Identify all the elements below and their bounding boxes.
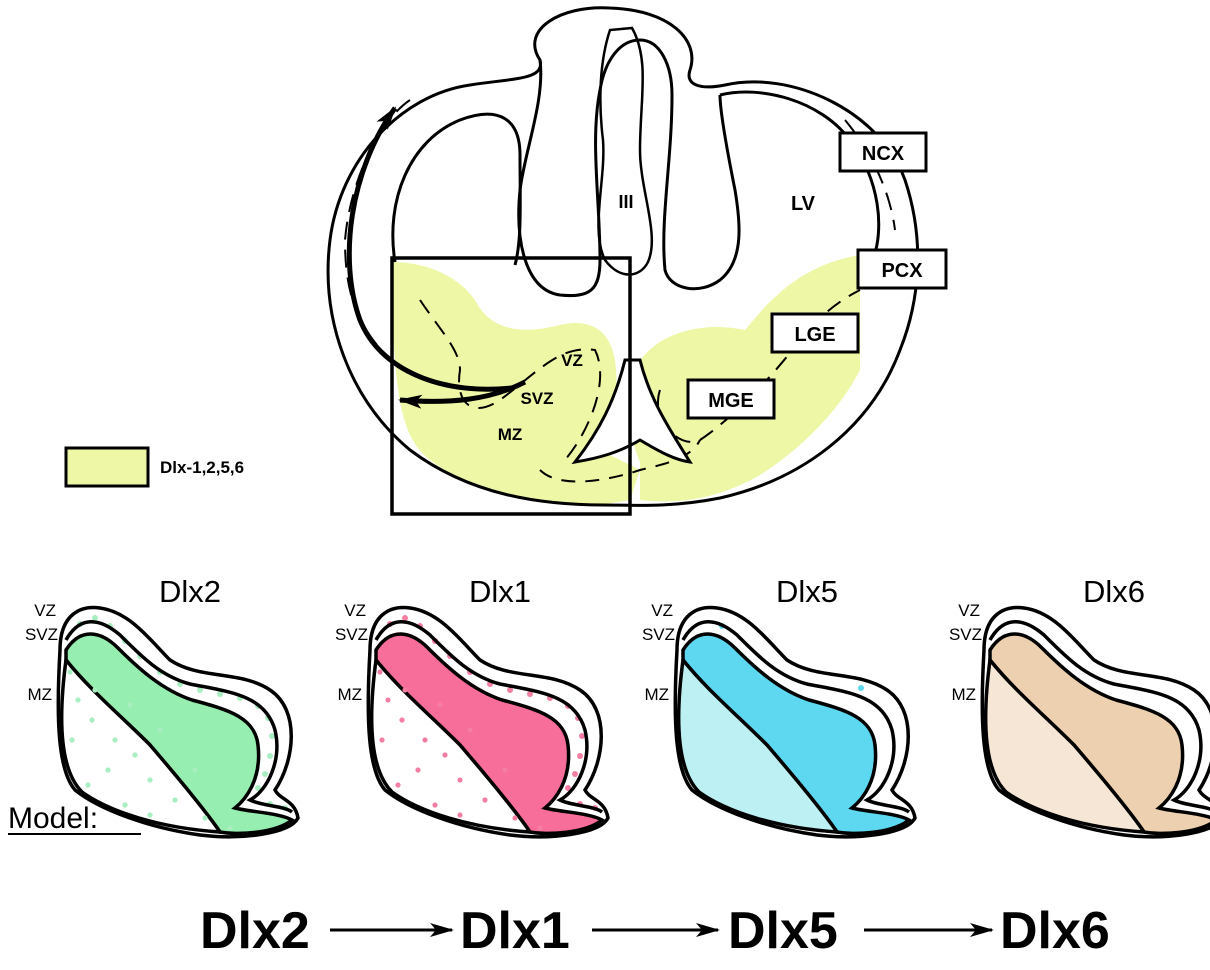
expression-dot	[172, 797, 177, 802]
model-step-2: Dlx1	[460, 902, 570, 960]
expression-dot	[385, 697, 390, 702]
expression-dot	[858, 685, 864, 691]
expression-dot	[415, 767, 420, 772]
expression-dot	[92, 687, 97, 692]
panel-vz-label: VZ	[958, 601, 980, 620]
expression-dot	[192, 767, 197, 772]
ventricle-lv-label: LV	[791, 193, 816, 215]
svz-label: SVZ	[520, 389, 553, 408]
expression-dot	[67, 669, 72, 674]
expression-dot	[379, 737, 384, 742]
expression-dot	[105, 767, 110, 772]
expression-dot	[422, 737, 427, 742]
expression-dot	[147, 812, 152, 817]
expression-dot	[442, 752, 447, 757]
panel-title: Dlx5	[776, 574, 838, 609]
model-heading: Model:	[8, 802, 98, 835]
expression-dot	[127, 702, 132, 707]
panel-mz-label: MZ	[951, 685, 976, 704]
vz-label: VZ	[561, 351, 583, 370]
panel-svz-label: SVZ	[25, 625, 58, 644]
panel-mz-label: MZ	[337, 685, 362, 704]
panel-svz-label: SVZ	[335, 625, 368, 644]
model-step-4: Dlx6	[1000, 902, 1110, 960]
model-step-1: Dlx2	[200, 902, 310, 960]
panel-title: Dlx6	[1083, 574, 1145, 609]
ncx-box: NCX	[840, 133, 926, 171]
model-step-3: Dlx5	[728, 902, 838, 960]
ncx-label: NCX	[862, 143, 905, 165]
mge-label: MGE	[708, 390, 754, 412]
lge-box: LGE	[772, 314, 858, 352]
expression-dot	[457, 812, 462, 817]
expression-dot	[262, 771, 268, 777]
expression-dot	[512, 815, 517, 820]
expression-dot	[402, 687, 407, 692]
expression-dot	[437, 702, 442, 707]
expression-dot	[267, 753, 273, 759]
pcx-label: PCX	[881, 260, 923, 282]
expression-dot	[395, 782, 400, 787]
legend: Dlx-1,2,5,6	[66, 448, 244, 486]
expression-dot	[202, 815, 207, 820]
panel-vz-label: VZ	[344, 601, 366, 620]
expression-dot	[147, 777, 152, 782]
expression-dot	[577, 753, 583, 759]
legend-label: Dlx-1,2,5,6	[160, 458, 244, 477]
brain-section: III LV VZ SVZ MZ NCX PCX LGE MGE	[328, 8, 946, 514]
expression-dot	[399, 717, 404, 722]
expression-dot	[482, 797, 487, 802]
left-cortex-inner	[393, 114, 520, 265]
pcx-box: PCX	[858, 250, 946, 288]
expression-dot	[502, 767, 507, 772]
expression-dot	[572, 771, 578, 777]
panel-mz-label: MZ	[644, 685, 669, 704]
expression-dot	[457, 777, 462, 782]
legend-swatch	[66, 448, 148, 486]
panel-vz-label: VZ	[651, 601, 673, 620]
panel-vz-label: VZ	[34, 601, 56, 620]
expression-dot	[467, 727, 472, 732]
expression-dot	[85, 782, 90, 787]
panel-title: Dlx1	[469, 574, 531, 609]
expression-dot	[227, 825, 232, 830]
expression-dot	[132, 752, 137, 757]
expression-dot	[377, 669, 382, 674]
panel-mz-label: MZ	[27, 685, 52, 704]
lge-label: LGE	[794, 324, 835, 346]
expression-dot	[89, 717, 94, 722]
panel-title: Dlx2	[159, 574, 221, 609]
expression-dot	[69, 737, 74, 742]
expression-dot	[112, 737, 117, 742]
expression-dot	[157, 727, 162, 732]
ventricle-iii-label: III	[618, 192, 633, 212]
expression-dot	[537, 825, 542, 830]
panel-svz-label: SVZ	[642, 625, 675, 644]
expression-dot	[432, 802, 437, 807]
panel-svz-label: SVZ	[949, 625, 982, 644]
expression-dot	[75, 697, 80, 702]
expression-dot	[122, 802, 127, 807]
mz-label: MZ	[498, 425, 523, 444]
mge-box: MGE	[688, 380, 774, 418]
